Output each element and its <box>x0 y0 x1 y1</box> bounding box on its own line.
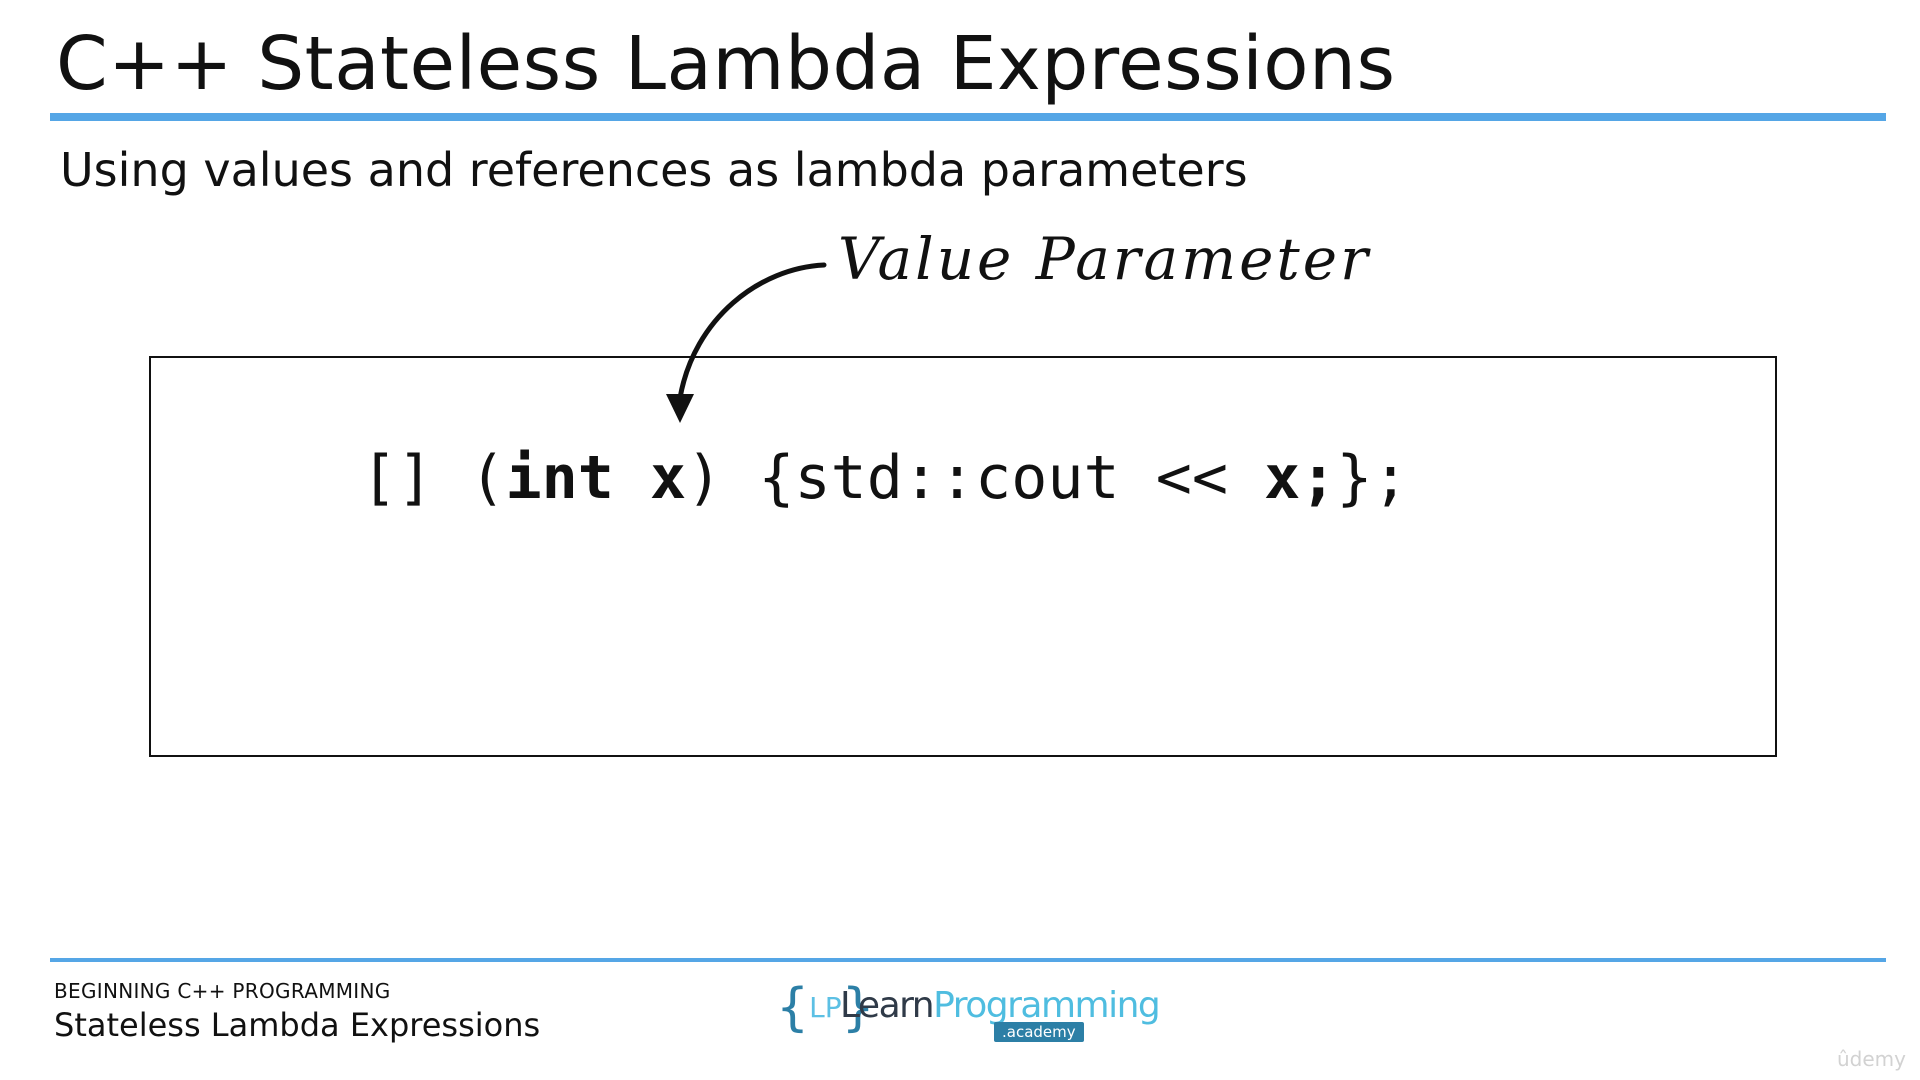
learnprogramming-logo: {LP} LearnProgramming .academy <box>776 978 1161 1044</box>
param-reference: x; <box>1264 443 1337 513</box>
logo-academy-badge: .academy <box>994 1022 1084 1042</box>
logo-word-programming: Programming <box>933 985 1161 1026</box>
slide-title: C++ Stateless Lambda Expressions <box>56 21 1396 107</box>
footer-lecture-title: Stateless Lambda Expressions <box>54 1006 541 1044</box>
footer-course-title: BEGINNING C++ PROGRAMMING <box>54 979 391 1003</box>
annotation-label: Value Parameter <box>838 225 1371 293</box>
logo-word-learn: Learn <box>840 985 935 1026</box>
lambda-body-end: }; <box>1336 443 1409 513</box>
param-name: x <box>650 443 687 513</box>
logo-wordmark: LearnProgramming <box>840 984 1161 1028</box>
capture-and-open-paren: [] ( <box>361 443 506 513</box>
lambda-body-start: ) {std::cout << <box>686 443 1265 513</box>
code-box: [] (int x) {std::cout << x;}; <box>149 356 1777 757</box>
param-type: int <box>505 443 614 513</box>
slide-subtitle: Using values and references as lambda pa… <box>60 143 1248 197</box>
udemy-watermark: ûdemy <box>1837 1047 1906 1071</box>
footer-divider <box>50 958 1886 962</box>
lambda-code: [] (int x) {std::cout << x;}; <box>361 440 1409 516</box>
title-underline <box>50 113 1886 121</box>
logo-braces-icon: {LP} <box>776 978 875 1038</box>
